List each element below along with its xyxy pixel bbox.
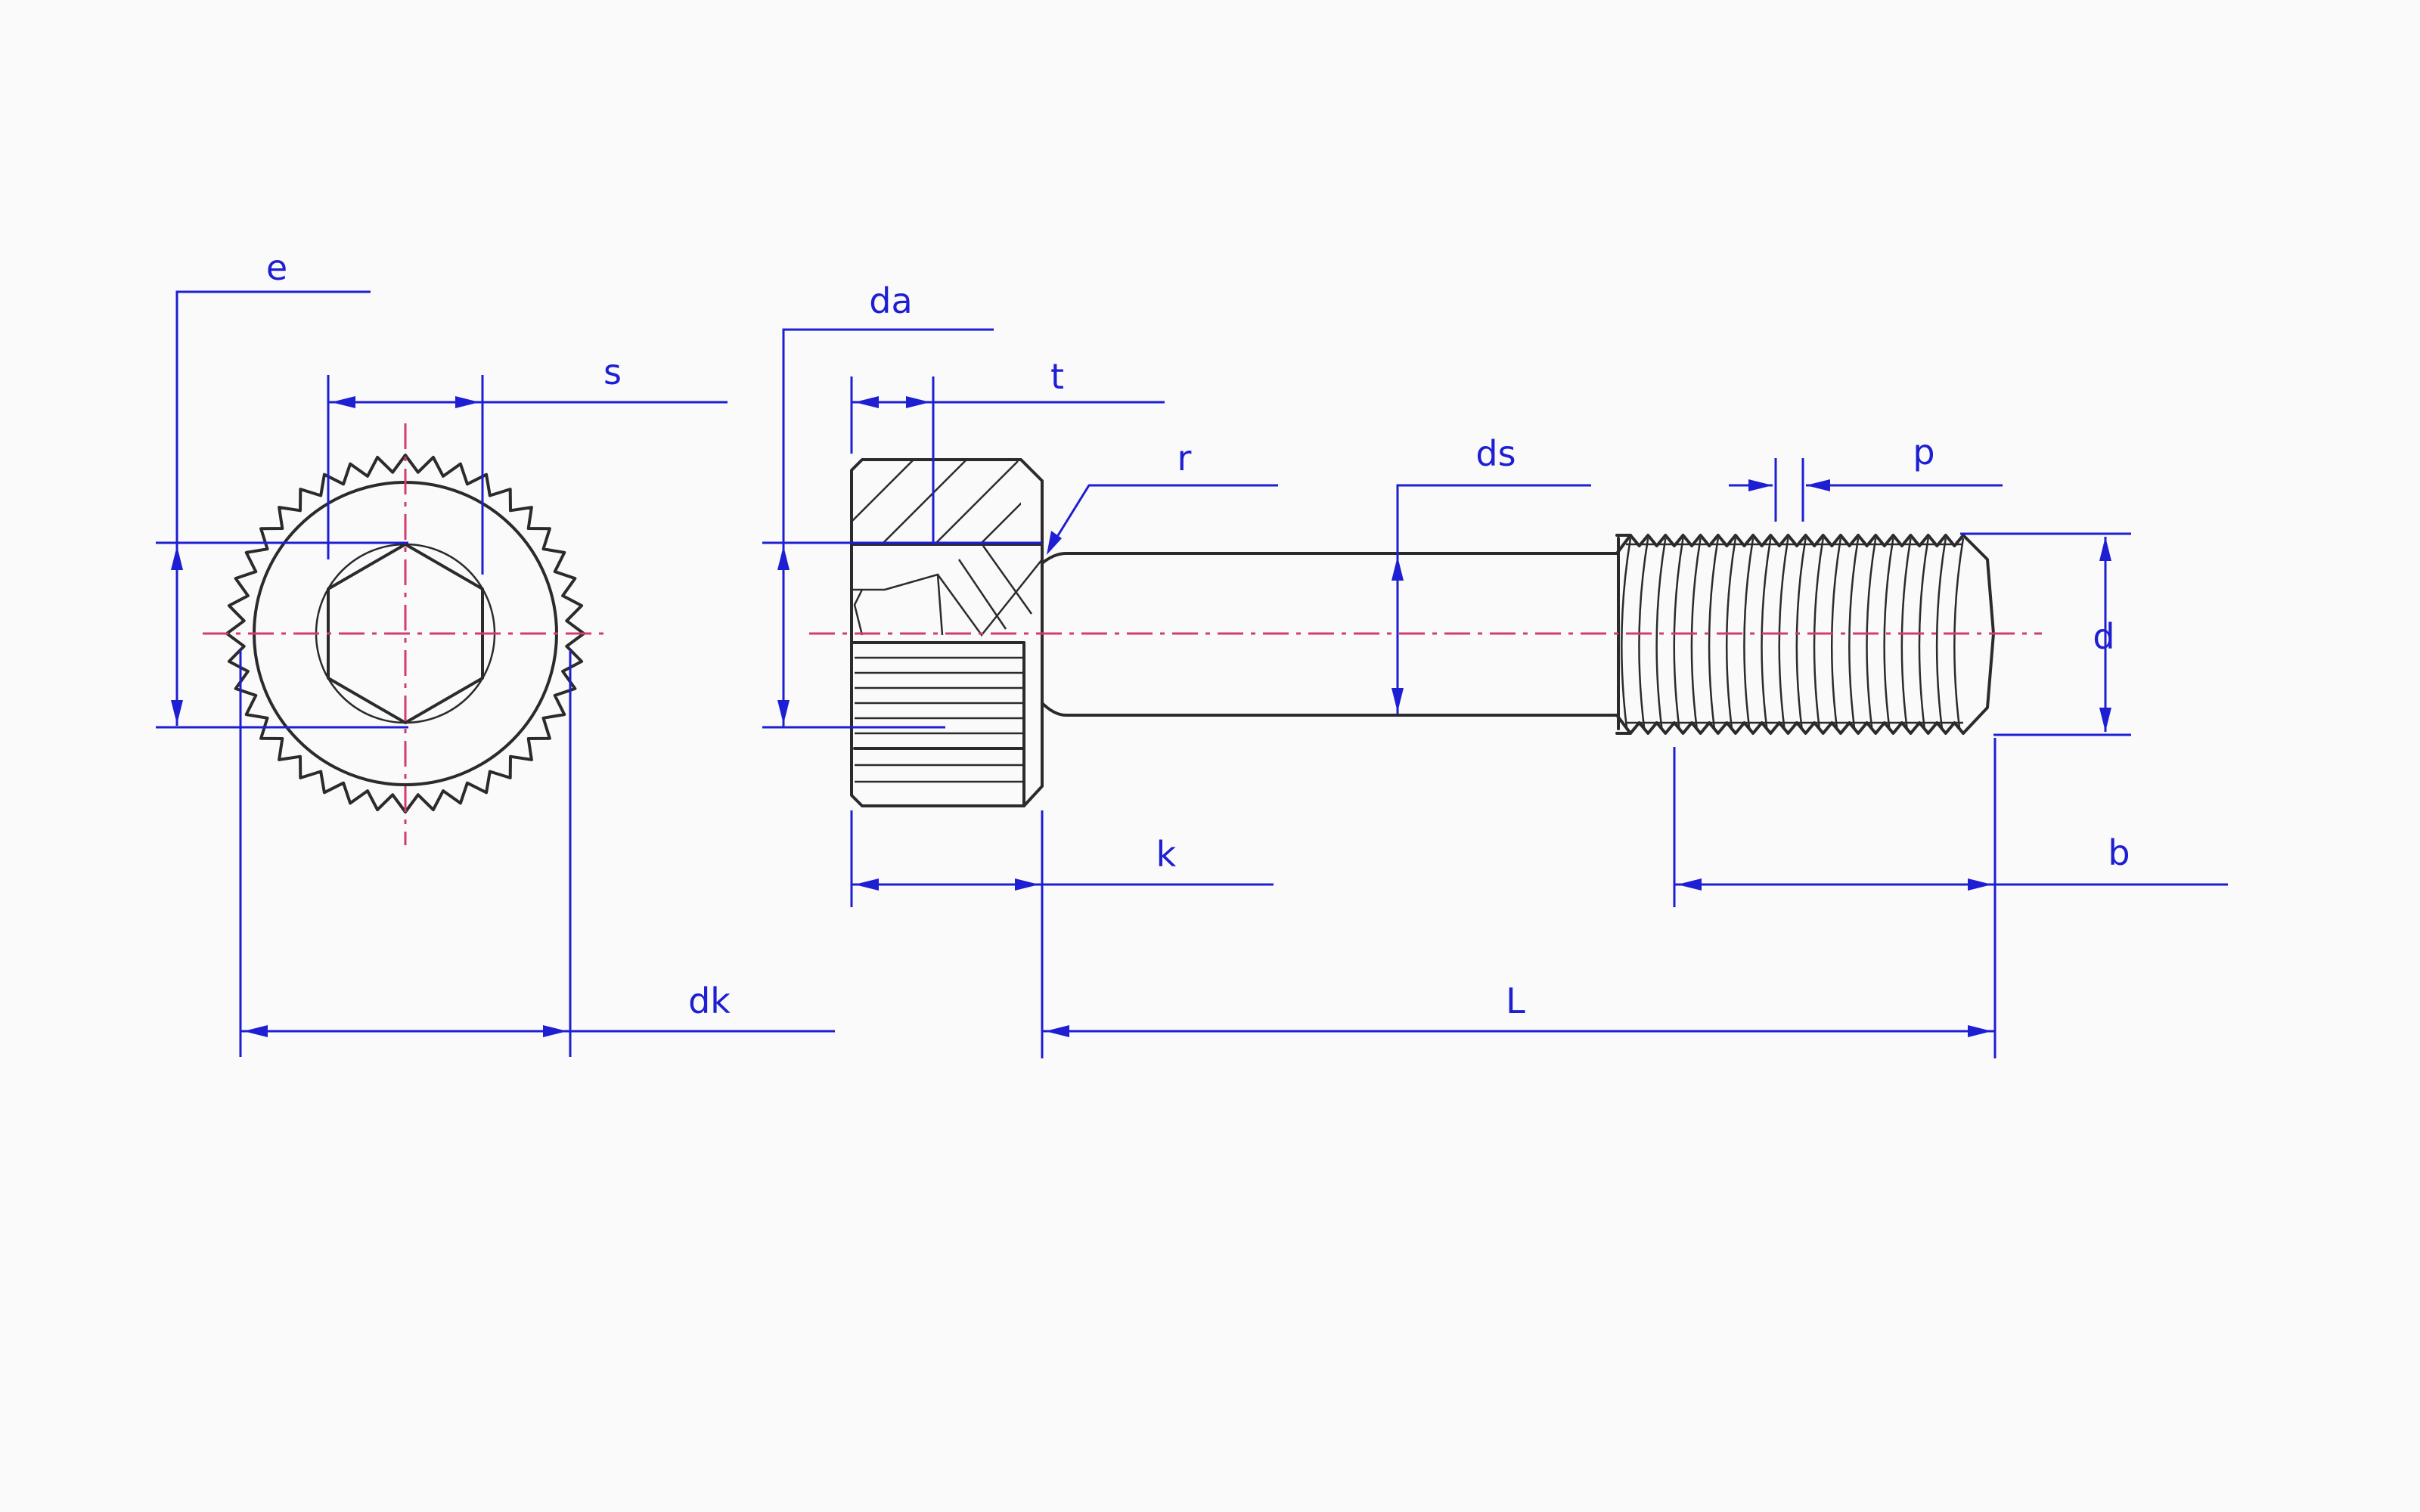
label-t: t xyxy=(1050,356,1064,397)
head-end-view xyxy=(203,423,605,845)
dimension-d: d xyxy=(1960,532,2131,736)
shank-outline xyxy=(1041,552,1618,717)
label-r: r xyxy=(1177,438,1192,479)
thread-flank xyxy=(1761,538,1772,731)
label-e: e xyxy=(266,247,287,288)
dimension-ds: ds xyxy=(1392,433,1591,714)
label-k: k xyxy=(1156,834,1177,875)
thread-flank xyxy=(1621,538,1632,731)
head-knurl-lines xyxy=(853,656,1025,783)
hex-socket-section-lines xyxy=(852,545,1043,637)
label-p: p xyxy=(1913,432,1934,472)
dimension-r: r xyxy=(1047,438,1278,555)
dimension-b: b xyxy=(1673,738,2228,1058)
thread-flank xyxy=(1935,538,1947,731)
label-s: s xyxy=(603,352,622,392)
dimension-da: da xyxy=(762,280,1042,729)
thread-flank xyxy=(1883,538,1894,731)
label-da: da xyxy=(869,280,912,321)
label-b: b xyxy=(2108,832,2130,873)
dimension-L: L xyxy=(1041,907,1995,1058)
dimension-e: e xyxy=(156,247,408,729)
thread-flank xyxy=(1708,538,1720,731)
screw-side-view xyxy=(809,458,2042,807)
dimensions: e s dk da xyxy=(156,247,2228,1058)
label-L: L xyxy=(1506,981,1525,1021)
dimension-t: t xyxy=(850,356,1165,544)
dimension-s: s xyxy=(327,352,728,575)
dimension-p: p xyxy=(1729,432,2003,522)
thread-flank xyxy=(1848,538,1860,731)
label-dk: dk xyxy=(688,981,731,1021)
dimension-dk: dk xyxy=(239,650,835,1057)
thread-flank xyxy=(1743,538,1754,731)
dimension-k: k xyxy=(850,810,1274,907)
label-ds: ds xyxy=(1475,433,1516,474)
thread-flank xyxy=(1655,538,1667,731)
thread-flanks xyxy=(1621,538,1965,731)
label-d: d xyxy=(2093,616,2114,657)
head-section-hatching xyxy=(852,460,1021,544)
